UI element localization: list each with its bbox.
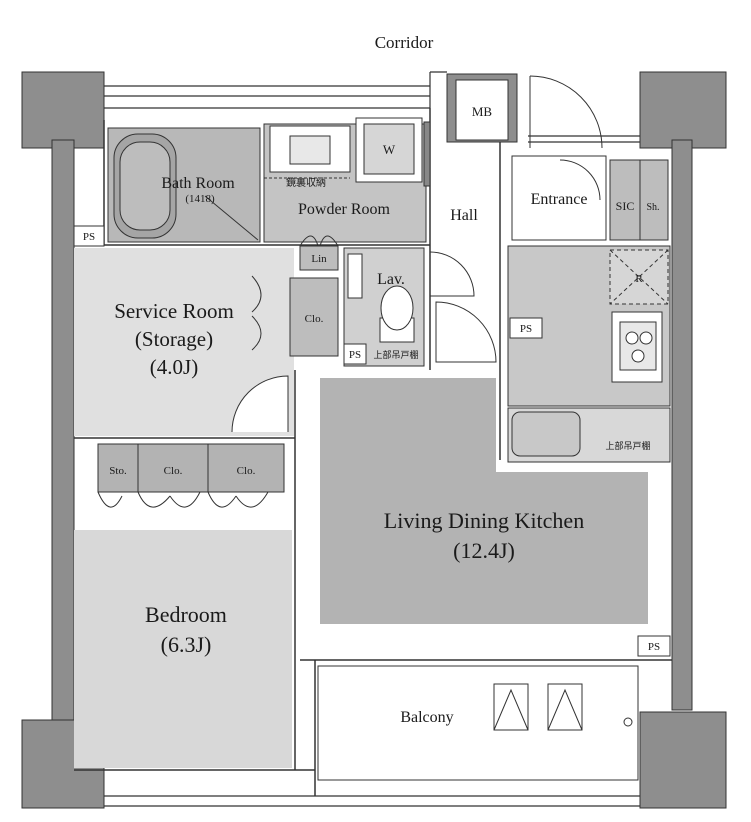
service-closet bbox=[289, 277, 339, 357]
label-powder-room: Powder Room bbox=[298, 201, 391, 218]
entrance-area bbox=[511, 155, 607, 241]
label-upper-cabinet-kitchen: 上部吊戸棚 bbox=[605, 440, 650, 451]
label-ps-bath: PS bbox=[83, 231, 95, 243]
ps-box-hall bbox=[509, 317, 543, 339]
powder-shelf bbox=[423, 121, 431, 187]
ac-unit-1 bbox=[493, 683, 529, 731]
label-mirror-storage: 鏡裏収納 bbox=[286, 176, 326, 189]
label-balcony: Balcony bbox=[400, 709, 453, 726]
label-service-room-size: (4.0J) bbox=[150, 355, 198, 379]
label-shoe: Sh. bbox=[646, 202, 659, 213]
vanity-sink bbox=[289, 135, 331, 165]
label-ps-hall: PS bbox=[520, 323, 532, 335]
shoe-storage bbox=[609, 159, 669, 241]
lav-door-swing bbox=[429, 251, 475, 297]
label-washer: W bbox=[383, 142, 396, 157]
interior-walls bbox=[74, 108, 672, 796]
linen-closet bbox=[299, 245, 339, 271]
label-lav: Lav. bbox=[377, 271, 405, 288]
front-door-swing bbox=[529, 75, 603, 149]
label-bath-room: Bath Room bbox=[161, 175, 235, 192]
bedroom-closets bbox=[97, 443, 285, 493]
label-bedroom-size: (6.3J) bbox=[161, 632, 212, 657]
stove bbox=[619, 321, 657, 371]
linen-doors bbox=[299, 235, 339, 247]
label-refrigerator: R bbox=[635, 273, 643, 285]
service-closet-doors bbox=[251, 275, 262, 351]
service-door-swing bbox=[231, 375, 289, 433]
ps-box-lav bbox=[343, 343, 367, 365]
label-entrance: Entrance bbox=[531, 191, 588, 208]
lav-sink bbox=[347, 253, 363, 299]
label-ldk: Living Dining Kitchen bbox=[384, 508, 584, 533]
bathtub-inner bbox=[119, 141, 171, 231]
bedroom-floor bbox=[74, 530, 292, 768]
label-lin: Lin bbox=[311, 253, 327, 265]
label-hall: Hall bbox=[450, 207, 478, 224]
label-bedroom: Bedroom bbox=[145, 602, 227, 627]
label-sic: SIC bbox=[616, 199, 635, 213]
ac-unit-2 bbox=[547, 683, 583, 731]
ldk-floor bbox=[320, 378, 648, 624]
label-service-room-sub: (Storage) bbox=[135, 327, 213, 351]
entrance-inner-door bbox=[559, 159, 601, 201]
label-clo-bed-1: Clo. bbox=[164, 465, 183, 477]
label-mb: MB bbox=[472, 104, 493, 119]
burner-3 bbox=[631, 349, 645, 363]
label-ps-lav: PS bbox=[349, 349, 361, 361]
balcony-area bbox=[317, 665, 639, 781]
bath-size-leader bbox=[204, 195, 259, 241]
label-ldk-size: (12.4J) bbox=[453, 538, 515, 563]
label-service-room: Service Room bbox=[114, 299, 234, 323]
mb-room bbox=[455, 79, 509, 141]
label-corridor: Corridor bbox=[375, 33, 434, 52]
burner-2 bbox=[639, 331, 653, 345]
label-bath-size: (1418) bbox=[185, 193, 215, 205]
label-clo-bed-2: Clo. bbox=[237, 465, 256, 477]
balcony-drain bbox=[623, 717, 633, 727]
ps-box-bath bbox=[73, 225, 105, 247]
burner-1 bbox=[625, 331, 639, 345]
label-upper-cabinet-lav: 上部吊戸棚 bbox=[373, 349, 418, 360]
top-wall bbox=[104, 71, 640, 807]
kitchen-sink bbox=[511, 411, 581, 457]
toilet-bowl bbox=[380, 285, 414, 331]
hall-door-swing bbox=[435, 301, 497, 363]
ps-box-ldk bbox=[637, 635, 671, 657]
washer-unit bbox=[363, 123, 415, 175]
label-ps-ldk: PS bbox=[648, 641, 660, 653]
label-sto: Sto. bbox=[109, 465, 127, 477]
closet-doors bbox=[97, 491, 269, 508]
label-clo-service: Clo. bbox=[305, 313, 324, 325]
